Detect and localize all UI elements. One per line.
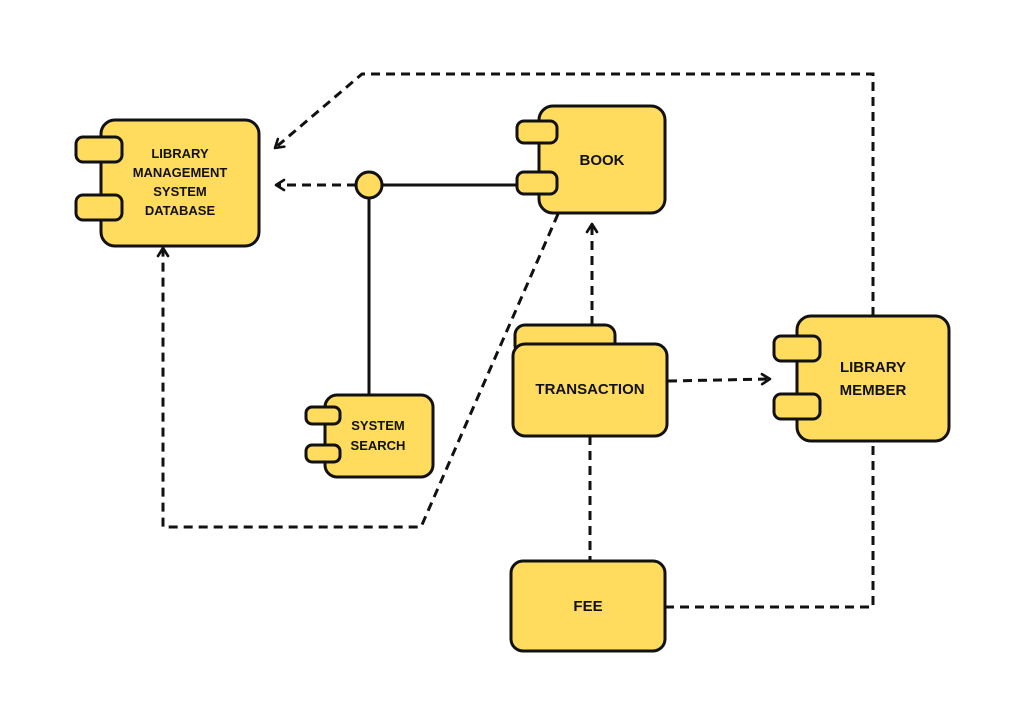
database-label-line3: SYSTEM (153, 184, 206, 199)
database-port-bottom (74, 193, 124, 222)
database-port-top (74, 135, 124, 164)
book-port-top (515, 119, 559, 145)
search-port-top (304, 405, 342, 426)
book-to-database-connector (156, 213, 560, 529)
fee-component[interactable]: FEE (509, 559, 667, 653)
member-label-line1: LIBRARY (840, 359, 906, 376)
library-member-component[interactable]: LIBRARY MEMBER (772, 314, 951, 443)
search-label-line1: SYSTEM (351, 418, 404, 433)
member-port-top (772, 334, 822, 363)
book-label: BOOK (580, 152, 625, 169)
book-port-bottom (515, 170, 559, 196)
database-label-line1: LIBRARY (151, 146, 209, 161)
system-search-component[interactable]: SYSTEM SEARCH (304, 393, 435, 479)
member-to-database-connector (273, 72, 875, 316)
book-component[interactable]: BOOK (515, 104, 667, 215)
member-label-line2: MEMBER (840, 382, 907, 399)
database-label-line2: MANAGEMENT (133, 165, 228, 180)
interface-circle (354, 170, 384, 200)
search-label-line2: SEARCH (351, 438, 406, 453)
transaction-component[interactable]: TRANSACTION (511, 323, 669, 438)
database-label-line4: DATABASE (145, 203, 216, 218)
transaction-label: TRANSACTION (535, 381, 644, 398)
database-component[interactable]: LIBRARY MANAGEMENT SYSTEM DATABASE (74, 118, 261, 248)
member-port-bottom (772, 392, 822, 421)
fee-member-connector (665, 442, 875, 609)
connectors (156, 72, 875, 609)
fee-label: FEE (573, 598, 602, 615)
search-port-bottom (304, 443, 342, 464)
transaction-to-member-connector (667, 372, 772, 386)
